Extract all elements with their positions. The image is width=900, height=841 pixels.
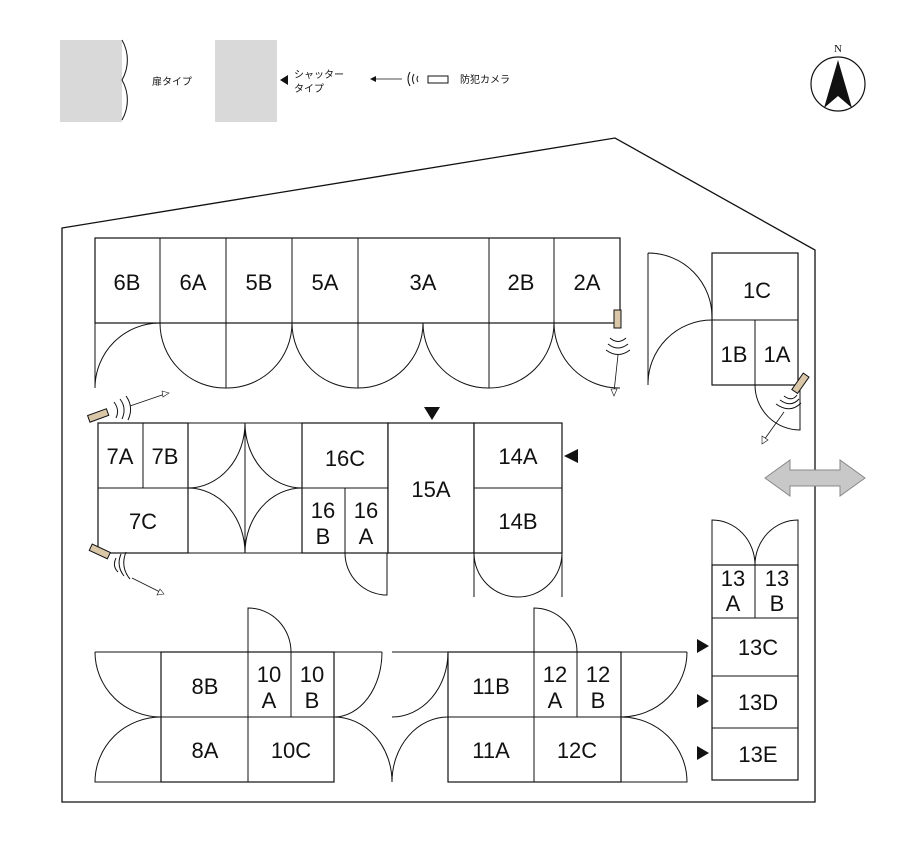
legend-door-swatch xyxy=(60,40,122,122)
unit-16A-number: 16 xyxy=(354,498,378,523)
middle-block: 7A 7B 7C 16C 16 B 16 A 15A 14A 14B xyxy=(97,407,578,598)
legend-door-swing xyxy=(121,39,128,121)
unit-2A: 2A xyxy=(574,270,601,295)
block-13: 13 A 13 B 13C 13D 13E xyxy=(697,519,799,781)
legend-shutter-label-1: シャッター xyxy=(294,69,344,81)
unit-10B-letter: B xyxy=(305,688,320,713)
unit-5A: 5A xyxy=(312,270,339,295)
camera-icon xyxy=(88,543,111,560)
legend-door-type: 扉タイプ xyxy=(60,39,192,122)
door-swing xyxy=(754,384,801,431)
security-camera xyxy=(761,372,810,445)
shutter-marker-icon xyxy=(424,407,440,420)
unit-10A-letter: A xyxy=(262,688,277,713)
unit-16B-number: 16 xyxy=(311,498,335,523)
unit-10C: 10C xyxy=(271,738,311,763)
unit-12A-letter: A xyxy=(548,688,563,713)
camera-signal-icon xyxy=(605,337,631,355)
unit-16A-letter: A xyxy=(359,524,374,549)
door-swing xyxy=(533,607,578,653)
north-label: N xyxy=(834,43,842,55)
security-camera xyxy=(88,543,165,596)
unit-1B: 1B xyxy=(721,342,748,367)
security-camera xyxy=(605,309,631,397)
unit-6A: 6A xyxy=(180,270,207,295)
camera-signal-icon xyxy=(113,395,132,421)
door-swing xyxy=(94,651,162,783)
legend-shutter-swatch xyxy=(215,40,277,122)
unit-3A: 3A xyxy=(410,270,437,295)
camera-icon xyxy=(427,75,449,84)
unit-11B: 11B xyxy=(472,674,510,699)
unit-16C: 16C xyxy=(325,446,365,471)
bottom-right-block: 11B 11A 12 A 12 B 12C xyxy=(391,607,688,783)
unit-1A: 1A xyxy=(764,342,791,367)
door-swing xyxy=(391,651,449,783)
unit-13B-number: 13 xyxy=(765,566,789,591)
security-camera xyxy=(86,390,170,423)
unit-14A: 14A xyxy=(498,444,537,469)
unit-13B-letter: B xyxy=(770,591,785,616)
door-swing xyxy=(647,252,713,386)
door-swing xyxy=(620,651,688,783)
camera-signal-icon xyxy=(113,551,131,580)
unit-12B-letter: B xyxy=(591,688,606,713)
unit-13A-letter: A xyxy=(726,591,741,616)
shutter-marker-icon xyxy=(564,449,578,463)
unit-14B: 14B xyxy=(498,509,537,534)
door-swing xyxy=(344,552,388,596)
block-1: 1C 1B 1A xyxy=(647,252,801,431)
shutter-marker-icon xyxy=(697,694,709,708)
unit-7C: 7C xyxy=(129,509,157,534)
unit-5B: 5B xyxy=(246,270,273,295)
unit-12C: 12C xyxy=(557,738,597,763)
unit-7A: 7A xyxy=(107,444,134,469)
door-swing xyxy=(473,552,563,598)
legend: 扉タイプ シャッター タイプ 防犯カメラ xyxy=(60,39,510,122)
camera-signal-icon xyxy=(775,394,802,410)
door-swing xyxy=(94,322,161,389)
legend-camera-label: 防犯カメラ xyxy=(460,73,510,86)
unit-2B: 2B xyxy=(508,270,535,295)
unit-16B-letter: B xyxy=(316,524,331,549)
camera-icon xyxy=(613,309,622,329)
camera-signal-icon xyxy=(407,71,419,87)
unit-13C: 13C xyxy=(738,635,778,660)
legend-shutter-label-2: タイプ xyxy=(294,83,324,95)
bottom-left-block: 8B 8A 10 A 10 B 10C xyxy=(94,607,393,783)
door-swing xyxy=(711,519,799,566)
shutter-marker-icon xyxy=(697,746,709,760)
top-row: 6B 6A 5B 5A 3A 2B 2A xyxy=(94,237,621,389)
shutter-marker-icon xyxy=(280,75,288,85)
legend-shutter-type: シャッター タイプ xyxy=(215,40,344,122)
unit-12A-number: 12 xyxy=(543,662,567,687)
unit-12B-number: 12 xyxy=(586,662,610,687)
unit-15A: 15A xyxy=(411,477,450,502)
unit-8A: 8A xyxy=(192,738,219,763)
unit-8B: 8B xyxy=(192,674,219,699)
unit-11A: 11A xyxy=(472,738,510,763)
unit-13E: 13E xyxy=(738,742,777,767)
entrance-double-arrow-icon xyxy=(764,459,866,497)
north-compass: N xyxy=(810,43,866,112)
north-arrow-icon xyxy=(824,60,852,108)
unit-10B-number: 10 xyxy=(300,662,324,687)
door-swing xyxy=(333,651,393,783)
unit-13D: 13D xyxy=(738,690,778,715)
unit-1C: 1C xyxy=(743,278,771,303)
camera-icon xyxy=(791,372,810,395)
unit-13A-number: 13 xyxy=(721,566,745,591)
shutter-marker-icon xyxy=(697,639,709,653)
unit-10A-number: 10 xyxy=(257,662,281,687)
camera-icon xyxy=(86,408,110,423)
legend-door-label: 扉タイプ xyxy=(152,75,192,88)
legend-camera: 防犯カメラ xyxy=(370,71,510,87)
unit-6B: 6B xyxy=(114,270,141,295)
door-swing xyxy=(553,322,621,389)
building-outline xyxy=(61,137,816,803)
unit-7B: 7B xyxy=(152,444,179,469)
door-swing xyxy=(247,607,292,653)
